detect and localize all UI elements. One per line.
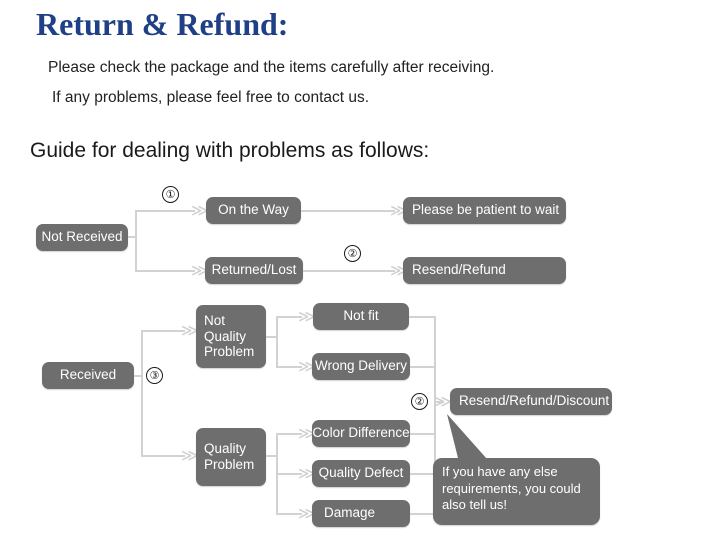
- connector-received-stem: [134, 375, 143, 377]
- arrowhead-not-fit: ≫: [298, 307, 316, 327]
- step-marker-2-top: ②: [344, 245, 361, 262]
- lead-text-line-1: Please check the package and the items c…: [48, 59, 495, 76]
- connector-to-color-difference: [276, 433, 302, 435]
- node-on-the-way: On the Way: [206, 197, 301, 224]
- connector-to-damage: [276, 513, 302, 515]
- connector-to-quality-problem: [141, 455, 185, 457]
- collector-stub-not-fit: [409, 316, 436, 318]
- connector-not-received-stem: [128, 236, 137, 238]
- connector-nqp-stem: [266, 336, 278, 338]
- arrowhead-damage: ≫: [298, 504, 316, 524]
- arrowhead-not-quality-problem: ≫: [181, 321, 199, 341]
- quality-problem-line-2: Problem: [204, 457, 255, 472]
- node-please-be-patient-to-wait: Please be patient to wait: [403, 197, 566, 224]
- connector-to-on-the-way: [135, 210, 195, 212]
- guide-heading: Guide for dealing with problems as follo…: [30, 139, 430, 162]
- arrowhead-color-difference: ≫: [298, 424, 316, 444]
- arrowhead-quality-problem: ≫: [181, 446, 199, 466]
- node-wrong-delivery: Wrong Delivery: [312, 353, 410, 380]
- connector-qp-stem: [266, 455, 278, 457]
- step-marker-3: ③: [146, 367, 163, 384]
- connector-received-vertical: [141, 330, 143, 457]
- step-marker-2-bottom: ②: [411, 393, 428, 410]
- connector-not-received-vertical: [135, 210, 137, 272]
- not-quality-problem-line-1: Not: [204, 312, 226, 328]
- callout-line-1: If you have any else: [442, 464, 558, 479]
- node-received: Received: [42, 362, 134, 389]
- node-not-quality-problem: Not Quality Problem: [196, 305, 266, 368]
- arrowhead-resend-refund-discount: ≫: [434, 392, 452, 412]
- connector-to-quality-defect: [276, 473, 302, 475]
- node-returned-lost: Returned/Lost: [205, 257, 303, 284]
- node-not-fit: Not fit: [313, 303, 409, 330]
- node-resend-refund: Resend/Refund: [403, 257, 566, 284]
- lead-text-line-2: If any problems, please feel free to con…: [52, 89, 370, 106]
- callout-bubble: If you have any else requirements, you c…: [433, 458, 600, 525]
- arrowhead-on-the-way: ≫: [191, 201, 209, 221]
- quality-problem-line-1: Quality: [204, 441, 247, 457]
- connector-on-the-way-out: [301, 210, 333, 212]
- node-damage: Damage: [312, 500, 410, 527]
- collector-stub-wrong-delivery: [410, 366, 436, 368]
- node-quality-problem: Quality Problem: [196, 428, 266, 486]
- not-quality-problem-line-3: Problem: [204, 344, 255, 360]
- collector-stub-color-difference: [410, 433, 436, 435]
- connector-returned-lost-out: [303, 270, 333, 272]
- node-quality-defect: Quality Defect: [312, 460, 410, 487]
- arrowhead-returned-lost: ≫: [191, 261, 209, 281]
- connector-to-wrong-delivery: [276, 366, 302, 368]
- arrowhead-quality-defect: ≫: [298, 464, 316, 484]
- collector-stub-quality-defect: [410, 473, 436, 475]
- connector-to-not-quality-problem: [141, 330, 185, 332]
- collector-stub-damage: [410, 513, 436, 515]
- not-quality-problem-line-2: Quality: [204, 328, 247, 344]
- callout-line-3: also tell us!: [442, 497, 508, 513]
- node-color-difference: Color Difference: [312, 420, 410, 447]
- connector-to-not-fit: [276, 316, 302, 318]
- connector-resend-refund-in: [331, 270, 395, 272]
- connector-to-returned-lost: [135, 270, 195, 272]
- connector-nqp-vertical: [276, 316, 278, 368]
- callout-line-2: requirements, you could: [442, 480, 581, 496]
- node-not-received: Not Received: [36, 224, 128, 251]
- step-marker-1: ①: [162, 186, 179, 203]
- collector-rail-vertical: [434, 316, 436, 515]
- node-resend-refund-discount: Resend/Refund/Discount: [450, 388, 612, 415]
- page-title: Return & Refund:: [36, 6, 289, 42]
- collector-to-resend-refund-discount: [434, 401, 444, 403]
- connector-please-be-patient-in: [331, 210, 395, 212]
- arrowhead-wrong-delivery: ≫: [298, 357, 316, 377]
